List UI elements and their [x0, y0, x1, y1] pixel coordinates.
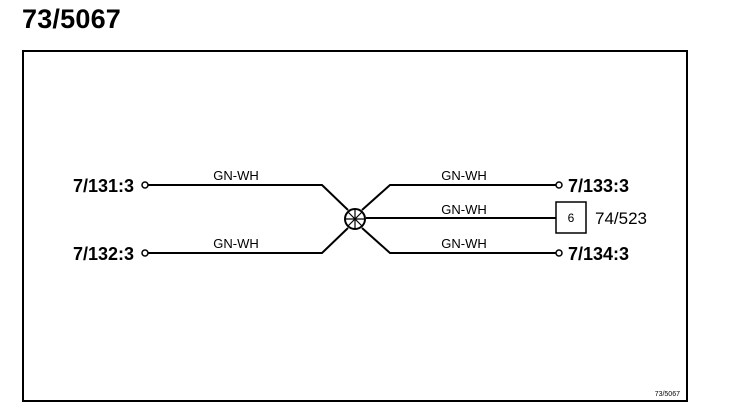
terminal-left-lower[interactable]	[141, 249, 149, 257]
connector-box[interactable]	[555, 201, 587, 234]
wire-color-right-lower: GN-WH	[441, 236, 487, 251]
connector-label: 74/523	[595, 209, 647, 228]
wire-right-upper[interactable]	[361, 181, 563, 211]
figure-reference: 73/5067	[655, 391, 680, 398]
splice-icon[interactable]	[344, 208, 366, 230]
wire-right-lower[interactable]	[361, 227, 563, 257]
diagram-frame	[22, 50, 688, 402]
wire-left-upper[interactable]	[141, 181, 349, 211]
terminal-right-upper[interactable]	[555, 181, 563, 189]
terminal-right-lower[interactable]	[555, 249, 563, 257]
wire-color-right-upper: GN-WH	[441, 168, 487, 183]
connector-pin: 6	[568, 211, 575, 225]
terminal-left-upper[interactable]	[141, 181, 149, 189]
node-label-right-lower: 7/134:3	[568, 244, 629, 264]
node-label-left-lower: 7/132:3	[73, 244, 134, 264]
wire-color-left-lower: GN-WH	[213, 236, 259, 251]
wire-left-lower[interactable]	[141, 227, 349, 257]
node-label-left-upper: 7/131:3	[73, 176, 134, 196]
wire-color-left-upper: GN-WH	[213, 168, 259, 183]
node-label-right-upper: 7/133:3	[568, 176, 629, 196]
page-title: 73/5067	[22, 4, 121, 34]
wire-color-right-middle: GN-WH	[441, 202, 487, 217]
